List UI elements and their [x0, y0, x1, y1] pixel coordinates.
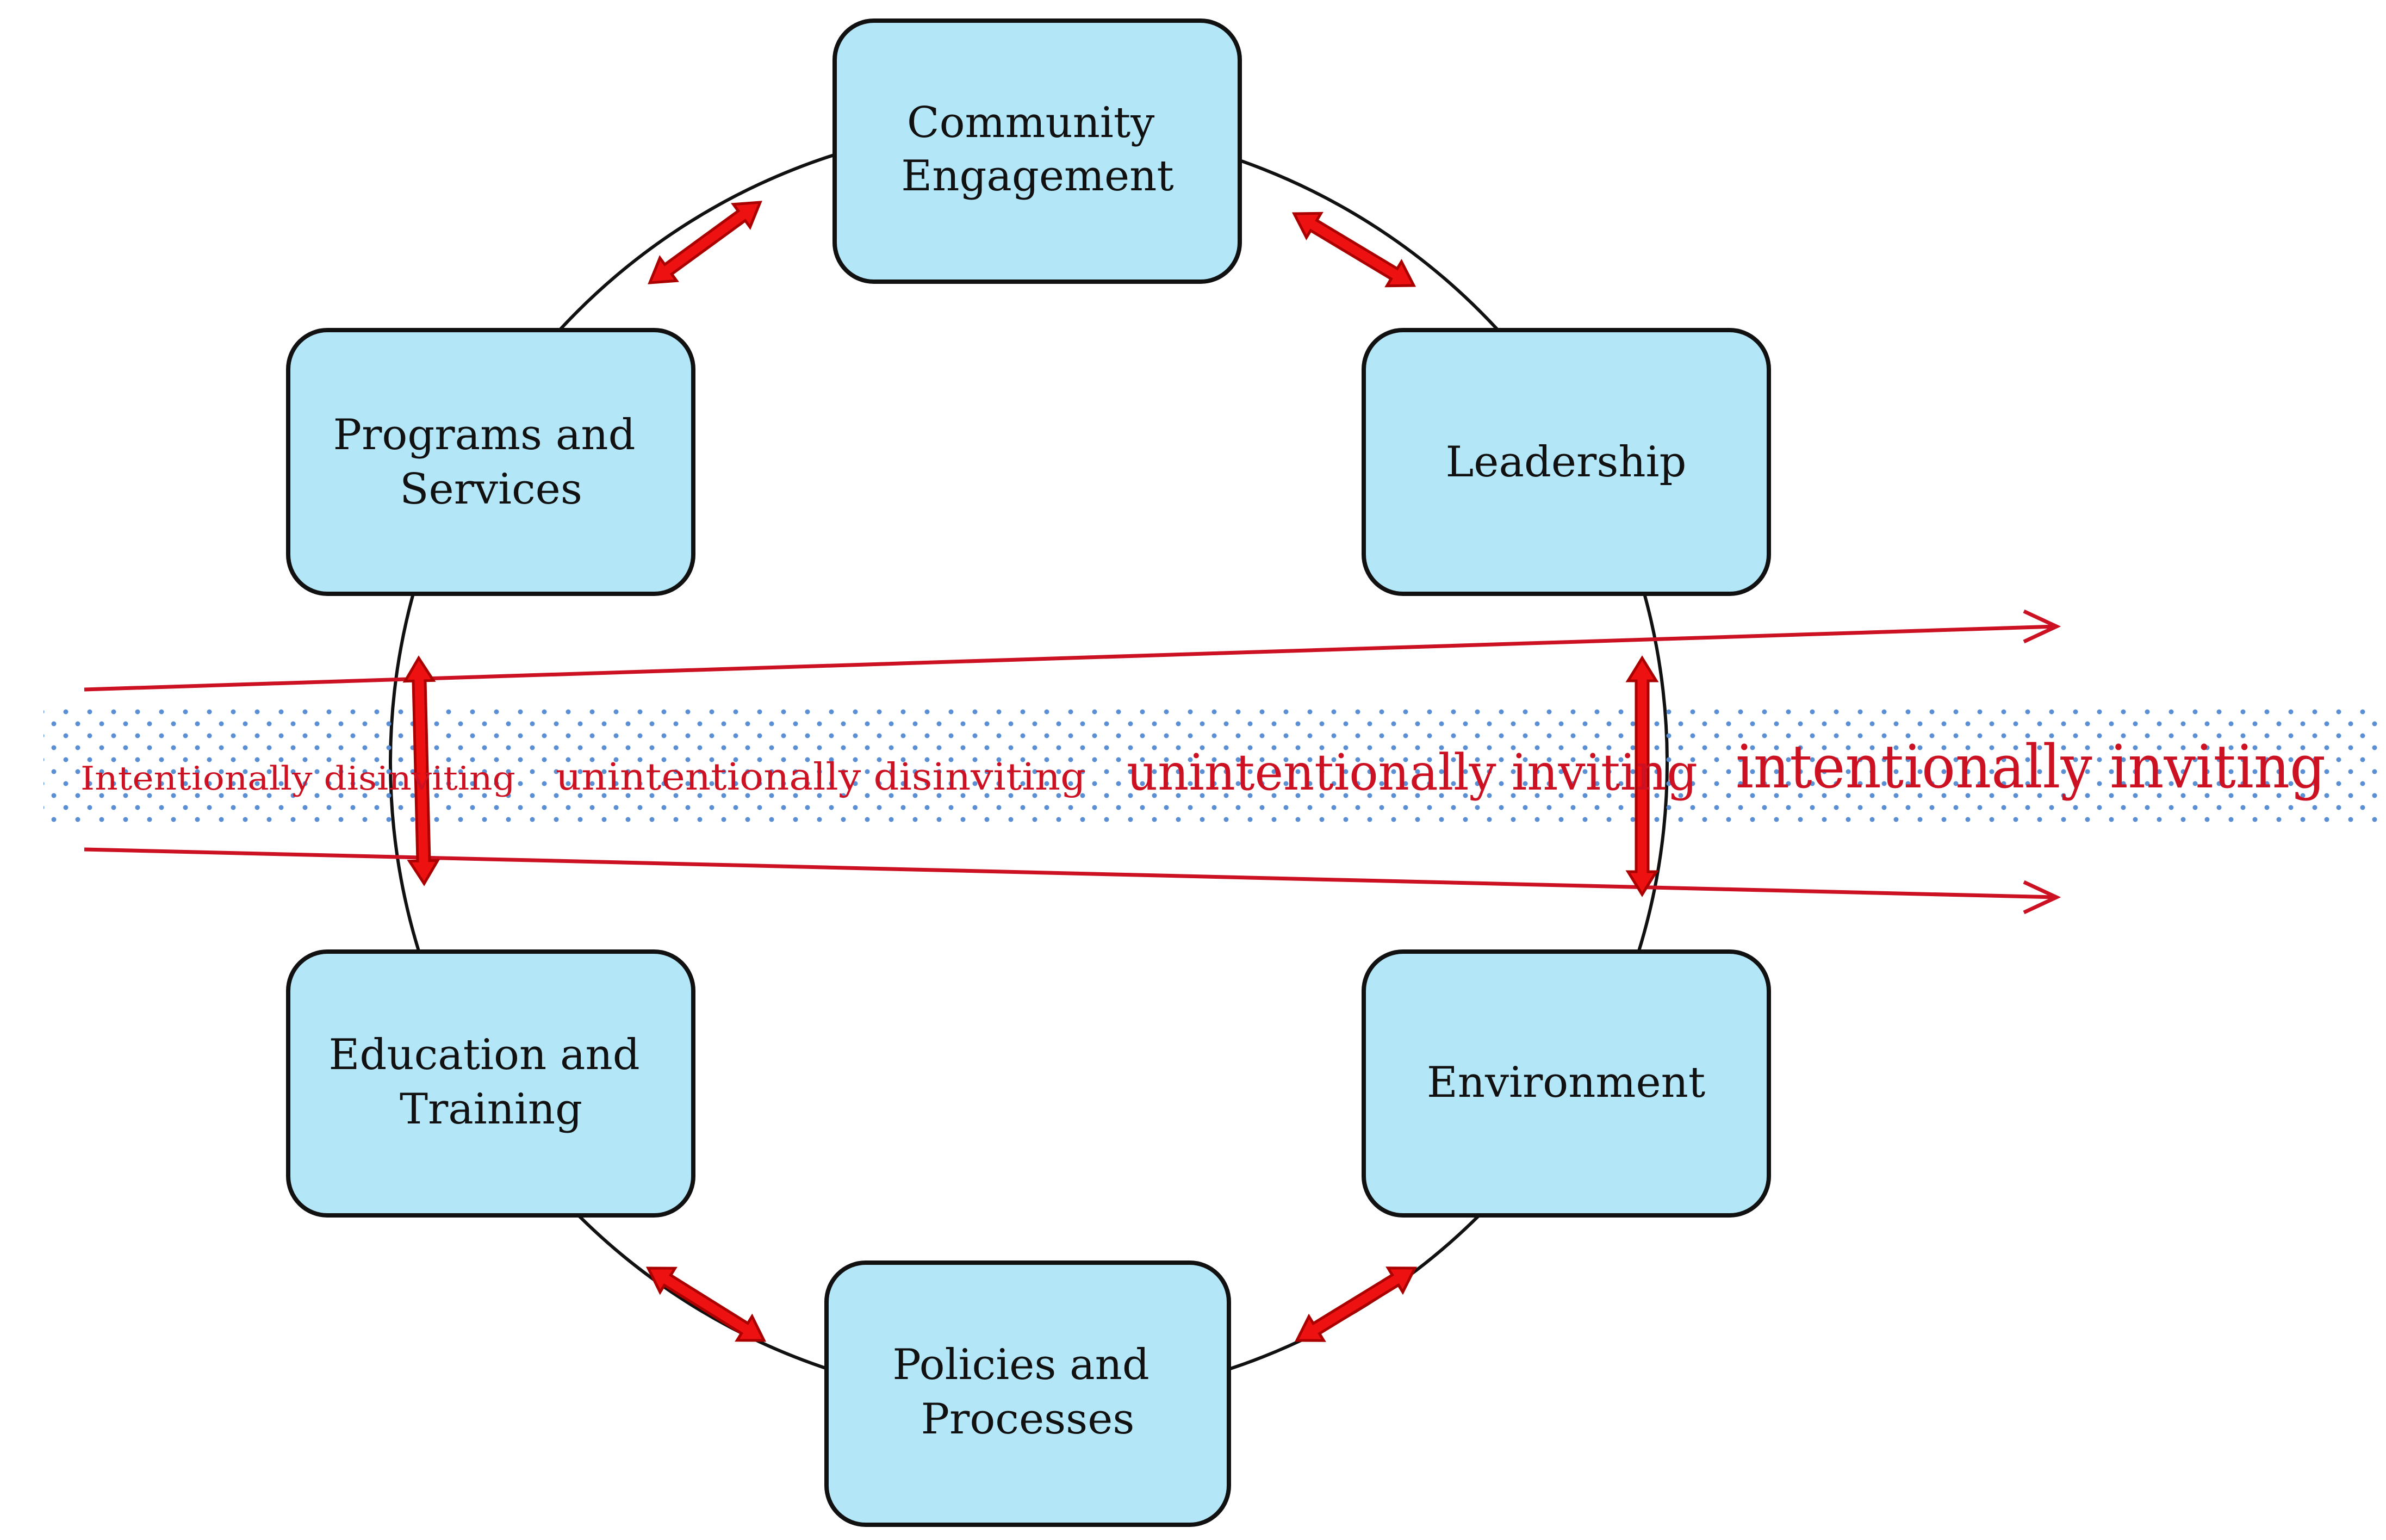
node-label-line: Training: [400, 1085, 582, 1134]
arrow-leadership-environment: [1625, 655, 1659, 897]
svg-text:Leadership: Leadership: [1446, 438, 1687, 487]
node-label-line: Services: [400, 465, 582, 514]
node-box: [832, 18, 1242, 284]
continuum-bottom-line: [84, 847, 2056, 899]
svg-text:Education and Training: Education and Training: [328, 1030, 653, 1134]
node-education-and-training: Education and Training: [286, 949, 695, 1218]
continuum-band: [44, 707, 2382, 822]
svg-text:Programs and Services: Programs and Services: [333, 411, 649, 514]
node-environment: Environment: [1362, 949, 1771, 1218]
node-policies-and-processes: Policies and Processes: [824, 1260, 1231, 1527]
node-label-line: Leadership: [1446, 438, 1687, 487]
node-box: [286, 949, 695, 1218]
svg-text:Policies and Processes: Policies and Processes: [892, 1340, 1163, 1444]
continuum-labels: Intentionally disinviting unintentionall…: [80, 732, 2326, 802]
continuum-label-intentionally-inviting: intentionally inviting: [1736, 732, 2326, 802]
arrow-environment-policies: [1294, 1266, 1418, 1342]
node-label-line: Community: [907, 98, 1154, 147]
node-box: [824, 1260, 1231, 1527]
node-box: [286, 328, 695, 596]
svg-text:Community Engagement: Community Engagement: [901, 98, 1173, 201]
continuum-label-unintentionally-inviting: unintentionally inviting: [1127, 743, 1698, 802]
node-label-line: Processes: [921, 1395, 1135, 1444]
node-label-line: Programs and: [333, 411, 636, 459]
node-community-engagement: Community Engagement: [832, 18, 1242, 284]
arrow-community-programs: [648, 201, 762, 284]
continuum-bottom-arrowhead: [2023, 880, 2061, 915]
node-box: [1362, 949, 1771, 1218]
continuum-label-unintentionally-disinviting: unintentionally disinviting: [556, 756, 1086, 799]
arrow-community-leadership: [1291, 212, 1416, 288]
continuum-top-line: [84, 624, 2056, 692]
arrow-policies-education: [645, 1266, 767, 1342]
node-label-line: Engagement: [901, 152, 1173, 201]
arrow-education-programs: [402, 655, 440, 886]
continuum-label-intentionally-disinviting: Intentionally disinviting: [80, 760, 515, 798]
node-label-line: Environment: [1427, 1058, 1705, 1107]
continuum-top-arrowhead: [2023, 609, 2061, 644]
node-programs-and-services: Programs and Services: [286, 328, 695, 596]
node-label-line: Education and: [328, 1030, 639, 1079]
node-box: [1362, 328, 1771, 596]
relationship-arrows: [402, 201, 1659, 1342]
node-leadership: Leadership: [1362, 328, 1771, 596]
node-label-line: Policies and: [892, 1340, 1149, 1389]
svg-text:Environment: Environment: [1427, 1058, 1705, 1107]
